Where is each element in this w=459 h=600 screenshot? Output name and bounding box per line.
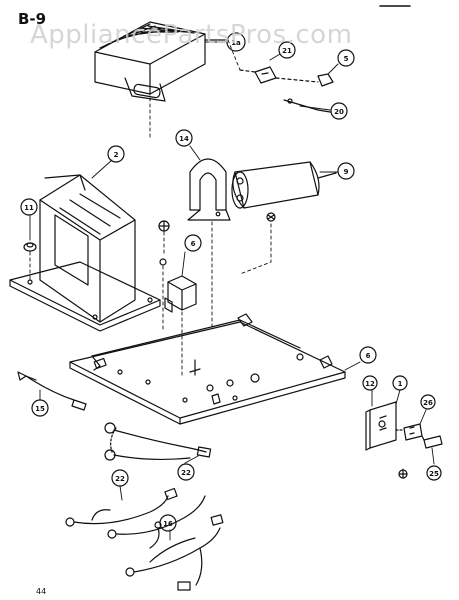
callout-bubble: 14 bbox=[175, 129, 193, 147]
callout-number: 22 bbox=[181, 469, 191, 477]
callout-leaders bbox=[29, 41, 435, 541]
callout-number: 16 bbox=[163, 520, 173, 528]
callout-bubble: 25 bbox=[426, 465, 442, 481]
callout-number: 6 bbox=[191, 240, 196, 248]
wire-harness-15 bbox=[17, 371, 87, 411]
callout-bubble: 16 bbox=[159, 514, 177, 532]
wire-harness-16 bbox=[125, 514, 224, 591]
callout-number: 12 bbox=[365, 380, 375, 388]
callout-number: 11 bbox=[24, 204, 34, 212]
capacitor-screw bbox=[266, 212, 276, 222]
callout-number: 6 bbox=[366, 352, 371, 360]
small-relay bbox=[164, 275, 197, 313]
callout-bubble: 21 bbox=[278, 41, 296, 59]
sheet-label: B-9 bbox=[18, 10, 46, 28]
wire-harness-22-lower bbox=[65, 487, 206, 539]
callout-number: 14 bbox=[179, 135, 189, 143]
fuse-holder-parts bbox=[239, 66, 334, 113]
callout-bubble: 22 bbox=[111, 469, 129, 487]
callout-number: 20 bbox=[334, 108, 344, 116]
callout-bubble: 12 bbox=[362, 375, 378, 391]
callout-bubble: 5 bbox=[337, 49, 355, 67]
callout-number: 1a bbox=[231, 39, 241, 47]
power-transformer bbox=[9, 174, 161, 332]
callout-number: 2 bbox=[114, 151, 119, 159]
callout-number: 25 bbox=[429, 470, 439, 478]
callout-bubble: 26 bbox=[420, 394, 436, 410]
callout-number: 22 bbox=[115, 475, 125, 483]
page-number: 44 bbox=[36, 587, 46, 596]
callout-number: 5 bbox=[344, 55, 349, 63]
transformer-grommet bbox=[23, 242, 37, 252]
callout-bubble: 22 bbox=[177, 463, 195, 481]
callout-number: 26 bbox=[423, 399, 433, 407]
terminal-board-assembly bbox=[365, 401, 443, 451]
callout-bubble: 11 bbox=[20, 198, 38, 216]
callout-bubble: 1 bbox=[392, 375, 408, 391]
callout-bubble: 15 bbox=[31, 399, 49, 417]
base-plate bbox=[69, 313, 346, 425]
assembly-guide-lines bbox=[29, 39, 404, 479]
callout-bubble: 6 bbox=[359, 346, 377, 364]
callout-bubble: 20 bbox=[330, 102, 348, 120]
callout-number: 1 bbox=[398, 380, 403, 388]
callout-bubble: 2 bbox=[107, 145, 125, 163]
wire-harness-22-upper bbox=[104, 422, 212, 461]
callout-number: 15 bbox=[35, 405, 45, 413]
capacitor-bracket bbox=[187, 158, 231, 221]
callout-number: 9 bbox=[344, 168, 349, 176]
watermark: AppliancePartsPros.com bbox=[30, 20, 352, 50]
callout-number: 21 bbox=[282, 47, 292, 55]
callout-bubble: 6 bbox=[184, 234, 202, 252]
callout-bubble: 9 bbox=[337, 162, 355, 180]
capacitor bbox=[231, 161, 337, 209]
callout-bubble: 1a bbox=[226, 32, 246, 52]
